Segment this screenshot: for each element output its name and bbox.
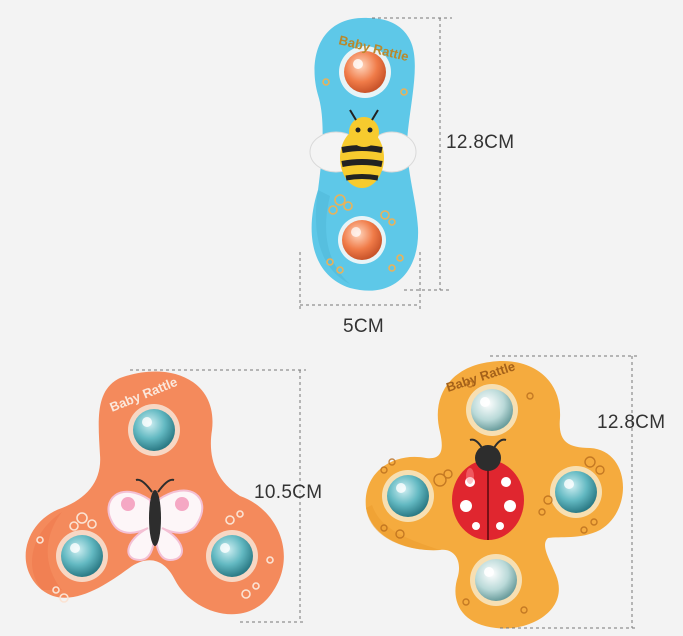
bee-spinner	[309, 17, 419, 291]
dimension-lines-top	[299, 17, 452, 312]
butterfly-height-label: 10.5CM	[254, 482, 323, 503]
butterfly-spinner-right-ball	[206, 530, 258, 582]
dimension-lines-left	[130, 369, 306, 623]
butterfly-spinner-top-ball	[128, 404, 180, 456]
bee-figure	[309, 109, 417, 188]
ladybug-spinner	[365, 361, 623, 629]
bee-height-label: 12.8CM	[446, 132, 515, 153]
ladybug-spinner-right-ball	[550, 466, 602, 518]
ladybug-spinner-bottom-ball	[470, 554, 522, 606]
butterfly-spinner-left-ball	[56, 530, 108, 582]
butterfly-spinner	[25, 371, 284, 615]
dimension-lines-right	[490, 355, 638, 629]
ladybug-spinner-left-ball	[382, 470, 434, 522]
butterfly-figure	[107, 478, 204, 562]
ladybug-spinner-top-ball	[466, 384, 518, 436]
ladybug-height-label: 12.8CM	[597, 412, 666, 433]
ladybug-figure	[452, 438, 524, 540]
bee-width-label: 5CM	[343, 316, 385, 337]
